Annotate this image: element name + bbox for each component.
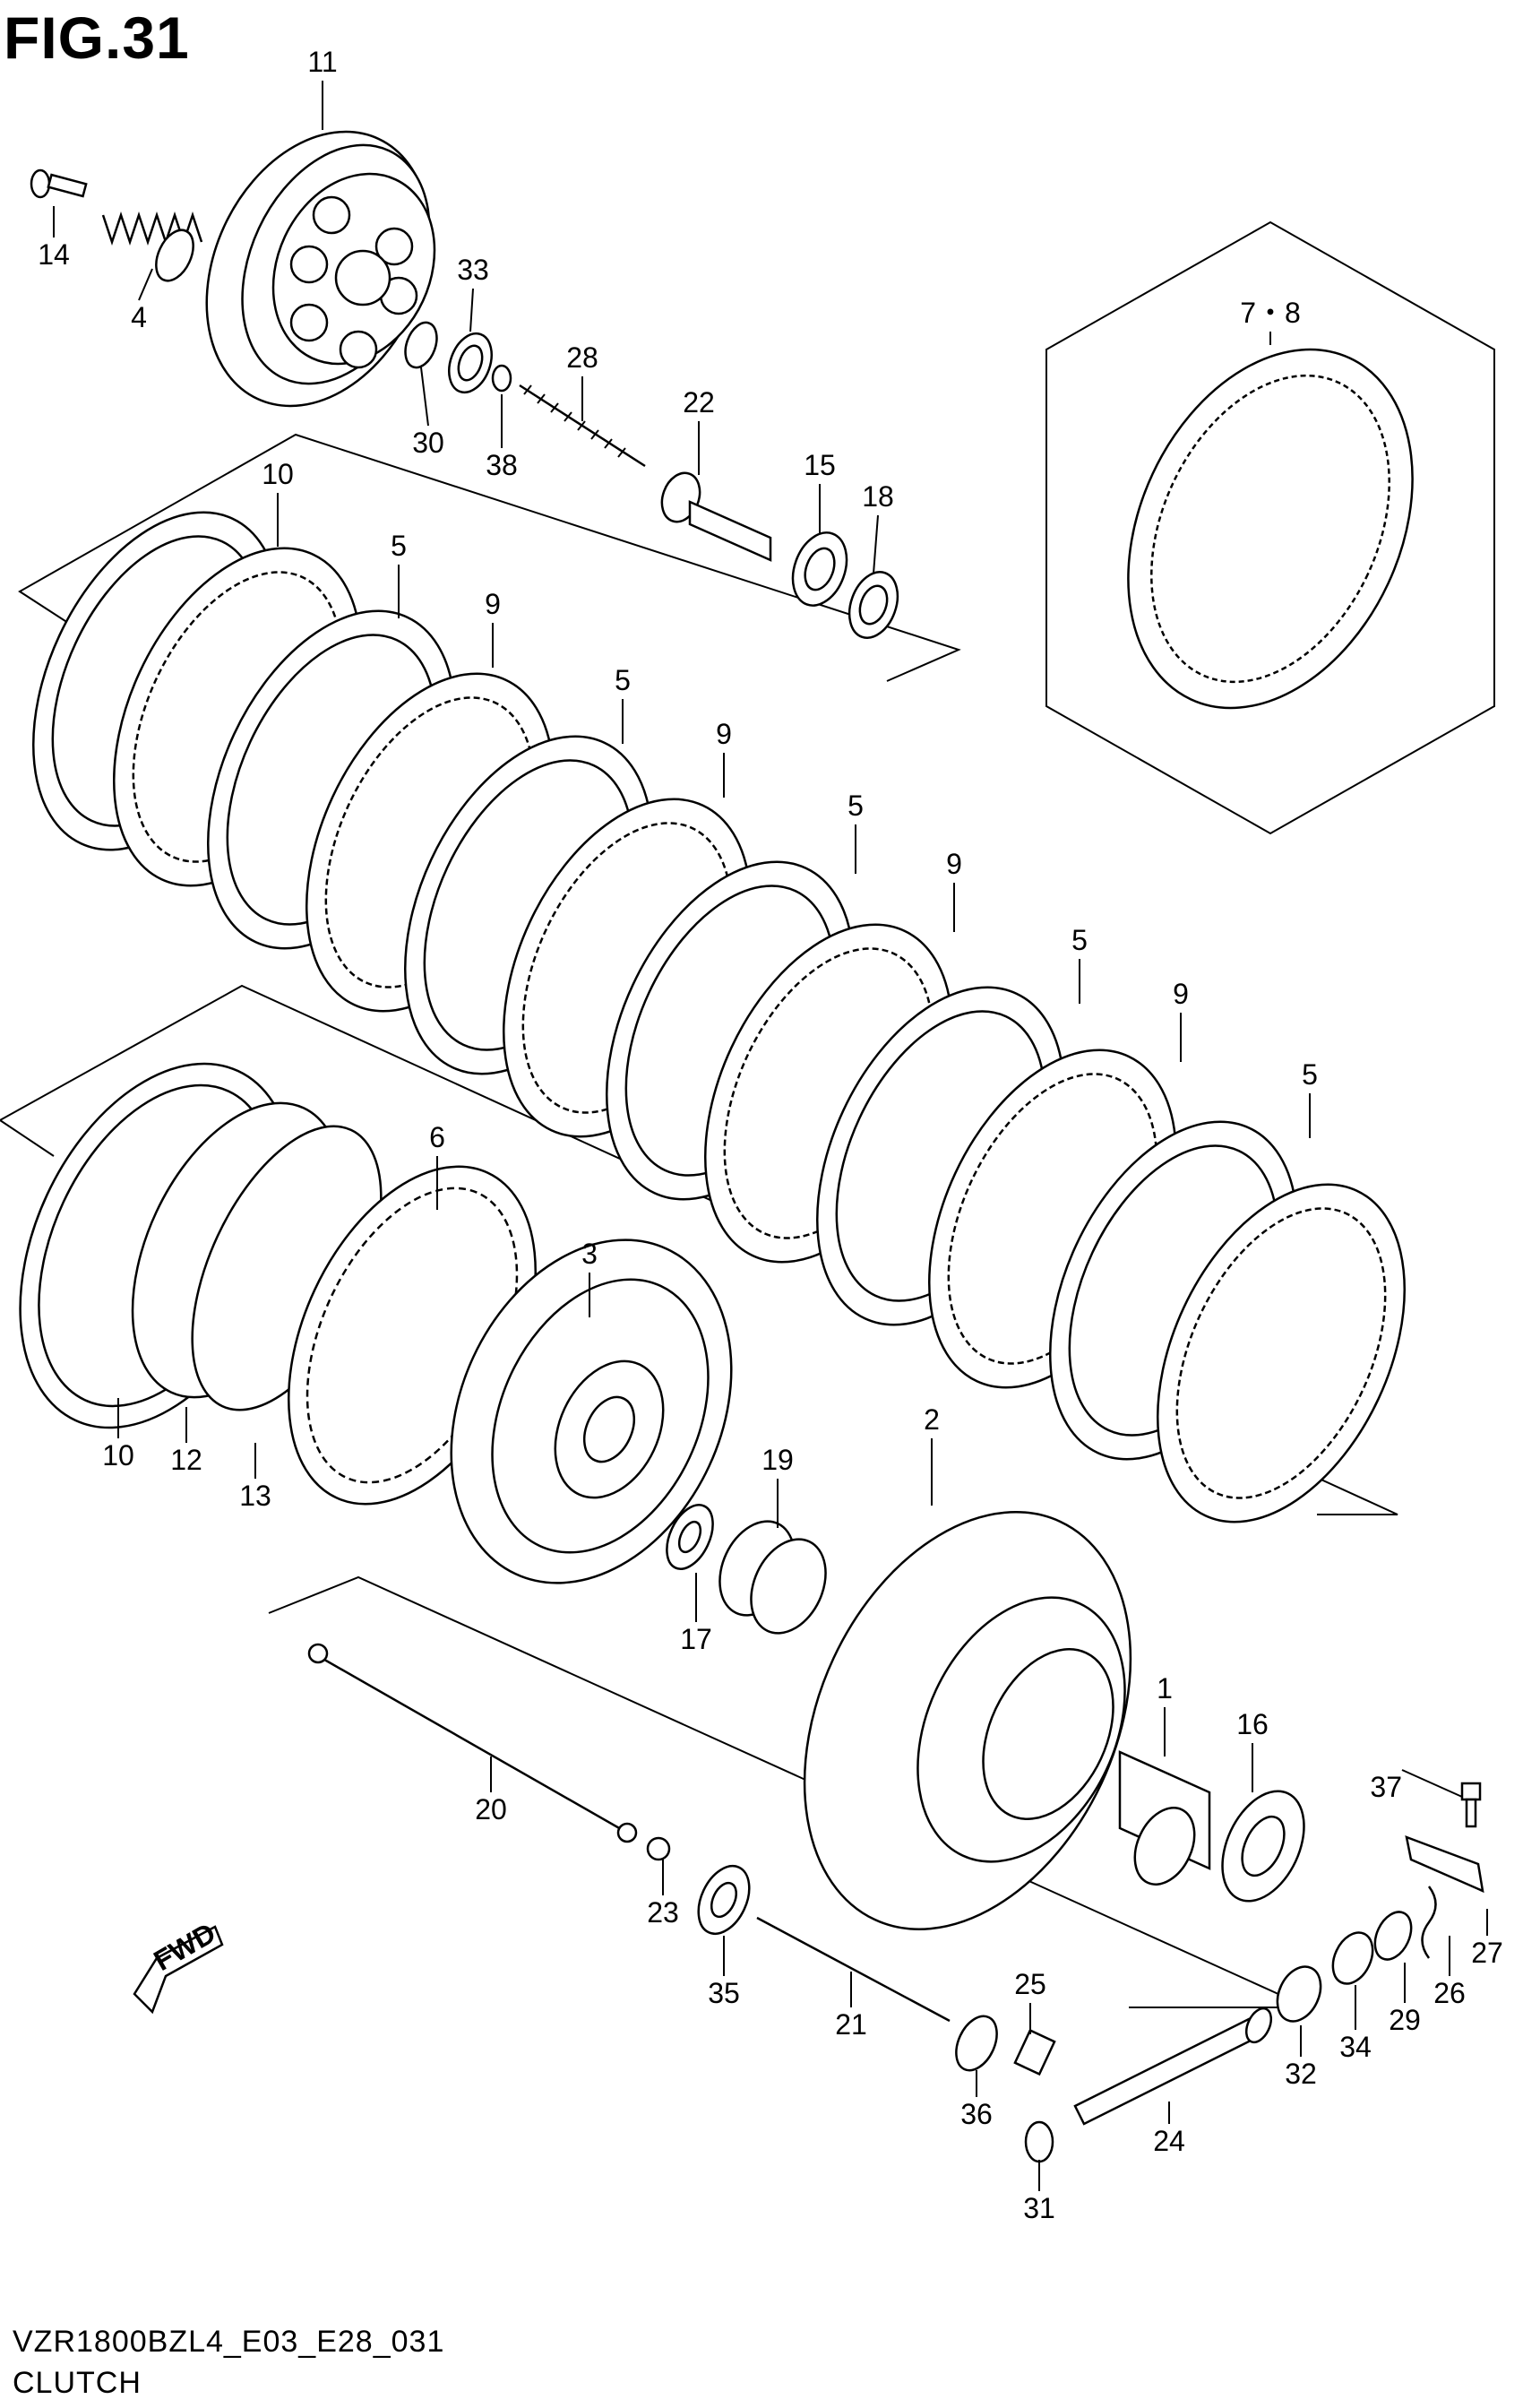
washer-18	[848, 571, 899, 639]
bearing-33	[448, 332, 493, 394]
primary-driven-gear-2	[803, 1511, 1132, 1930]
washer-17	[666, 1504, 714, 1570]
return-spring-26	[1421, 1886, 1437, 1959]
leader-line	[873, 514, 879, 574]
plate-inner-edge	[1175, 1207, 1387, 1499]
part-number-label: 25	[1014, 1968, 1046, 2000]
part-number-label: 5	[615, 664, 631, 696]
spacer-1	[1118, 1750, 1211, 1886]
fwd-arrow-icon: FWD	[133, 1916, 224, 2015]
pressure-plate	[205, 130, 436, 408]
leader-line	[469, 288, 474, 332]
part-number-label: 10	[262, 458, 294, 490]
part-number-label: 1	[1157, 1672, 1173, 1705]
model-code: VZR1800BZL4_E03_E28_031	[13, 2325, 445, 2359]
part-number-label: 9	[946, 848, 962, 880]
part-number-label: 36	[960, 2098, 993, 2130]
rod-28	[519, 384, 646, 468]
bearing-32	[1276, 1965, 1322, 2023]
part-number-label: 5	[1302, 1058, 1318, 1091]
part-number-label: 12	[170, 1444, 202, 1476]
spare-plate-7-8	[1127, 348, 1414, 710]
part-number-label: 13	[239, 1480, 271, 1512]
part-number-label: 5	[1071, 924, 1088, 956]
oil-seal-36	[955, 2015, 998, 2072]
clutch-spring	[101, 211, 203, 282]
diagram-name: CLUTCH	[13, 2366, 142, 2400]
part-number-label: 35	[708, 1977, 740, 2009]
part-number-label: 20	[475, 1793, 507, 1825]
part-number-label: 31	[1023, 2192, 1055, 2224]
washer-29	[1373, 1911, 1413, 1961]
part-number-label: 5	[391, 530, 407, 562]
part-number-label: 2	[924, 1403, 940, 1436]
part-number-label: 32	[1285, 2058, 1317, 2090]
washer-16	[1221, 1790, 1305, 1903]
part-number-label: 19	[762, 1444, 794, 1476]
part-number-label: 4	[131, 301, 147, 333]
bearing-15	[791, 531, 848, 607]
oil-seal-34	[1331, 1931, 1374, 1985]
part-number-label: 11	[307, 46, 337, 78]
figure-title: FIG.31	[4, 4, 190, 71]
part-number-label: 29	[1389, 2004, 1421, 2036]
top-group-outline	[18, 433, 961, 682]
bearing-31	[1024, 2120, 1054, 2163]
part-number-label: 24	[1153, 2125, 1185, 2157]
middle-group-outline	[0, 984, 1398, 1515]
part-number-label: 21	[835, 2008, 867, 2041]
leader-line	[1401, 1769, 1463, 1798]
part-number-label: 5	[848, 790, 864, 822]
clutch-spring-bolt	[30, 168, 88, 199]
leader-line	[420, 367, 429, 427]
part-number-label: 34	[1339, 2031, 1372, 2063]
part-number-label: 30	[412, 427, 444, 459]
clutch-sleeve-hub-3	[450, 1239, 733, 1584]
leader-line	[138, 268, 153, 301]
friction-plate-stack	[32, 511, 1406, 1523]
part-number-label: 27	[1471, 1937, 1503, 1969]
part-number-label: 37	[1370, 1771, 1402, 1803]
part-number-label: 10	[102, 1439, 134, 1472]
part-number-label: 6	[429, 1121, 445, 1153]
part-number-label: 7・8	[1240, 297, 1301, 329]
steel-ball-23	[646, 1836, 671, 1861]
part-number-label: 18	[862, 480, 894, 513]
part-number-label: 9	[716, 718, 732, 750]
dowel-pin-25	[1013, 2028, 1056, 2076]
fwd-label: FWD	[149, 1916, 221, 1977]
washer-30	[404, 321, 438, 369]
push-rod-21	[756, 1916, 951, 2023]
release-lever-27	[1405, 1835, 1484, 1894]
part-number-label: 3	[581, 1238, 598, 1270]
part-number-label: 16	[1236, 1708, 1269, 1740]
part-number-label: 15	[804, 449, 836, 481]
part-number-label: 28	[566, 341, 598, 374]
spare-plate-hexagon	[1045, 220, 1495, 835]
part-number-label: 22	[683, 386, 715, 419]
bolt-37	[1460, 1782, 1482, 1828]
part-number-label: 38	[486, 449, 518, 481]
part-number-label: 9	[485, 588, 501, 620]
nut-38	[491, 364, 512, 393]
oil-seal-35	[697, 1864, 751, 1936]
push-rod-20	[307, 1643, 638, 1843]
part-number-label: 26	[1433, 1977, 1466, 2009]
needle-bearing-19	[718, 1520, 827, 1635]
clutch-push-piece-22	[660, 471, 772, 562]
part-number-label: 17	[680, 1623, 712, 1655]
part-number-label: 9	[1173, 978, 1189, 1010]
part-number-label: 23	[647, 1896, 679, 1929]
part-number-label: 14	[38, 238, 70, 271]
release-shaft-24	[1073, 2007, 1273, 2126]
part-number-label: 33	[457, 254, 489, 286]
